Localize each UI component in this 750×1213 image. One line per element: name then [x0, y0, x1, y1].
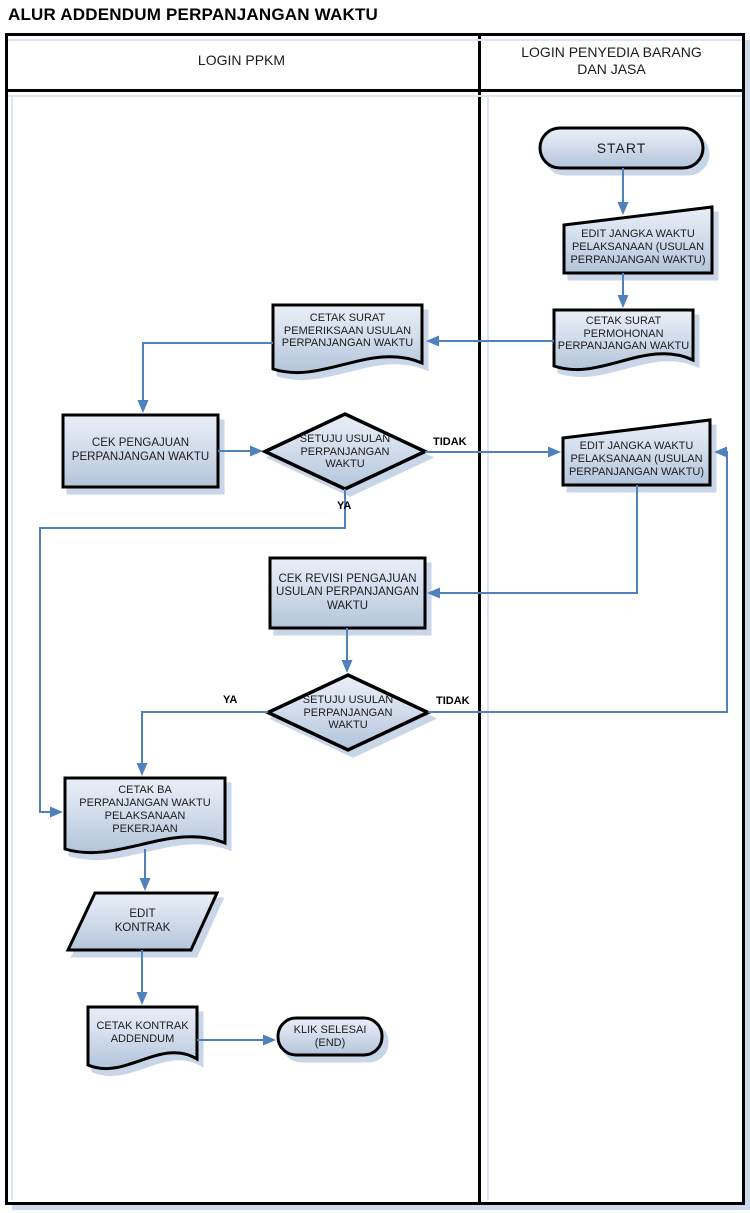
lane-divider	[478, 33, 481, 1205]
manual-input-edit-jangka-1-shape	[562, 205, 719, 281]
accent-right-lane	[487, 95, 489, 1200]
branch-label-ya-1: YA	[337, 500, 352, 512]
process-cek-revisi-label: CEK REVISI PENGAJUAN USULAN PERPANJANGAN…	[276, 572, 419, 612]
branch-label-ya-2: YA	[223, 694, 238, 706]
parallelogram-edit-kontrak-shape	[65, 891, 225, 958]
lane-header-penyedia: LOGIN PENYEDIA BARANG DAN JASA	[521, 43, 702, 78]
manual-input-edit-jangka-2-shape	[561, 418, 717, 493]
document-cetak-pemeriksaan-shape	[271, 303, 429, 381]
edge-pemeriksaan-to-cek-pengajuan	[137, 342, 273, 413]
connectors	[39, 168, 728, 1046]
process-cek-pengajuan-shape	[61, 413, 225, 495]
document-cetak-pemeriksaan-label: CETAK SURAT PEMERIKSAAN USULAN PERPANJAN…	[281, 311, 414, 350]
decision-setuju-2-shape	[263, 673, 438, 758]
branch-label-tidak-1: TIDAK	[433, 436, 467, 448]
terminator-klik-selesai-label: KLIK SELESAI (END)	[293, 1023, 367, 1049]
start-terminator-shape	[538, 126, 710, 176]
start-terminator-label: START	[596, 139, 647, 156]
edge-setuju2-ya-to-cetak-ba	[136, 711, 268, 776]
edge-setuju1-ya-to-cetak-ba	[39, 489, 346, 818]
process-cek-pengajuan-label: CEK PENGAJUAN PERPANJANGAN WAKTU	[71, 437, 210, 463]
document-cetak-kontrak-label: CETAK KONTRAK ADDENDUM	[96, 1020, 189, 1045]
document-cetak-kontrak-shape	[86, 1005, 204, 1077]
lane-header-ppkm: LOGIN PPKM	[197, 52, 286, 69]
manual-input-edit-jangka-1-label: EDIT JANGKA WAKTU PELAKSANAAN (USULAN PE…	[570, 228, 706, 266]
document-cetak-ba-shape	[63, 776, 232, 861]
decision-setuju-1-label: SETUJU USULAN PERPANJANGAN WAKTU	[299, 432, 391, 471]
decision-setuju-2-label: SETUJU USULAN PERPANJANGAN WAKTU	[302, 693, 394, 732]
parallelogram-edit-kontrak-label: EDIT KONTRAK	[114, 907, 171, 934]
document-cetak-ba-label: CETAK BA PERPANJANGAN WAKTU PELAKSANAAN …	[79, 784, 211, 835]
edge-edit2-to-cek-revisi	[427, 485, 638, 599]
accent-left-lane	[11, 95, 13, 1200]
decision-setuju-1-shape	[260, 412, 435, 497]
header-separator	[5, 89, 745, 92]
page-title: ALUR ADDENDUM PERPANJANGAN WAKTU	[8, 5, 379, 24]
edge-setuju2-tidak-to-edit2	[428, 446, 728, 713]
manual-input-edit-jangka-2-label: EDIT JANGKA WAKTU PELAKSANAAN (USULAN PE…	[568, 440, 705, 478]
document-cetak-permohonan-shape	[552, 308, 700, 378]
process-cek-revisi-shape	[268, 556, 432, 636]
accent-top	[8, 39, 742, 41]
document-cetak-permohonan-label: CETAK SURAT PERMOHONAN PERPANJANGAN WAKT…	[557, 314, 690, 353]
terminator-klik-selesai-shape	[276, 1016, 389, 1063]
branch-label-tidak-2: TIDAK	[436, 695, 470, 707]
accent-header-bottom	[8, 95, 742, 97]
